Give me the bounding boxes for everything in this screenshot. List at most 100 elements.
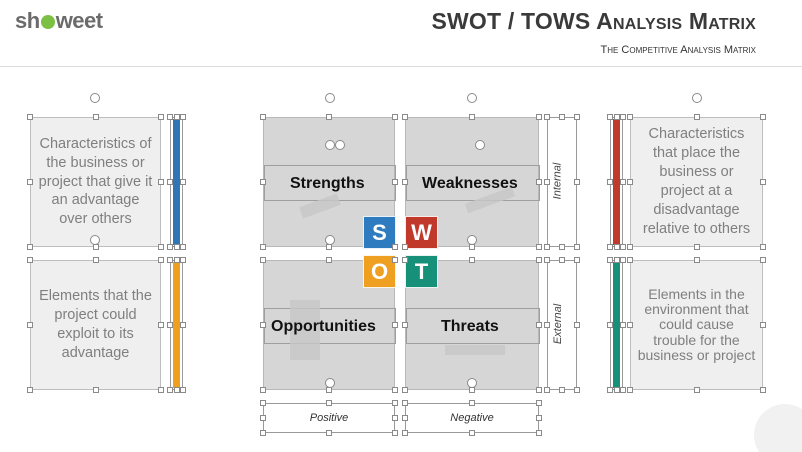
resize-handle[interactable]: [392, 415, 398, 421]
resize-handle[interactable]: [402, 400, 408, 406]
resize-handle[interactable]: [607, 244, 613, 250]
resize-handle[interactable]: [544, 257, 550, 263]
resize-handle[interactable]: [544, 387, 550, 393]
resize-handle[interactable]: [180, 244, 186, 250]
resize-handle[interactable]: [392, 244, 398, 250]
swot-tile-o[interactable]: O: [363, 255, 396, 288]
resize-handle[interactable]: [536, 322, 542, 328]
resize-handle[interactable]: [607, 179, 613, 185]
resize-handle[interactable]: [627, 257, 633, 263]
resize-handle[interactable]: [574, 387, 580, 393]
resize-handle[interactable]: [627, 114, 633, 120]
resize-handle[interactable]: [173, 257, 180, 263]
resize-handle[interactable]: [620, 387, 626, 393]
slide-subtitle[interactable]: The Competitive Analysis Matrix: [600, 44, 756, 56]
resize-handle[interactable]: [693, 257, 700, 263]
resize-handle[interactable]: [260, 114, 266, 120]
resize-handle[interactable]: [260, 400, 266, 406]
resize-handle[interactable]: [574, 244, 580, 250]
resize-handle[interactable]: [536, 179, 542, 185]
resize-handle[interactable]: [180, 387, 186, 393]
resize-handle[interactable]: [574, 179, 580, 185]
resize-handle[interactable]: [693, 387, 700, 393]
resize-handle[interactable]: [402, 430, 408, 436]
resize-handle[interactable]: [402, 257, 408, 263]
swot-tile-s[interactable]: S: [363, 216, 396, 249]
resize-handle[interactable]: [693, 244, 700, 250]
resize-handle[interactable]: [326, 257, 332, 263]
resize-handle[interactable]: [27, 179, 33, 185]
resize-handle[interactable]: [260, 415, 266, 421]
resize-handle[interactable]: [760, 322, 766, 328]
resize-handle[interactable]: [180, 322, 186, 328]
rotate-handle-icon[interactable]: [90, 93, 100, 103]
resize-handle[interactable]: [627, 387, 633, 393]
resize-handle[interactable]: [544, 322, 550, 328]
resize-handle[interactable]: [559, 257, 565, 263]
rotate-handle-icon[interactable]: [325, 140, 335, 150]
resize-handle[interactable]: [392, 257, 398, 263]
resize-handle[interactable]: [760, 244, 766, 250]
resize-handle[interactable]: [180, 257, 186, 263]
rotate-handle-icon[interactable]: [325, 235, 335, 245]
resize-handle[interactable]: [92, 387, 99, 393]
resize-handle[interactable]: [760, 114, 766, 120]
resize-handle[interactable]: [607, 387, 613, 393]
resize-handle[interactable]: [173, 387, 180, 393]
resize-handle[interactable]: [92, 114, 99, 120]
resize-handle[interactable]: [260, 322, 266, 328]
resize-handle[interactable]: [167, 322, 173, 328]
resize-handle[interactable]: [607, 257, 613, 263]
resize-handle[interactable]: [180, 179, 186, 185]
resize-handle[interactable]: [402, 244, 408, 250]
resize-handle[interactable]: [260, 179, 266, 185]
resize-handle[interactable]: [536, 257, 542, 263]
resize-handle[interactable]: [27, 387, 33, 393]
resize-handle[interactable]: [536, 430, 542, 436]
resize-handle[interactable]: [613, 387, 620, 393]
resize-handle[interactable]: [559, 387, 565, 393]
resize-handle[interactable]: [402, 114, 408, 120]
resize-handle[interactable]: [92, 257, 99, 263]
resize-handle[interactable]: [173, 114, 180, 120]
resize-handle[interactable]: [326, 430, 332, 436]
resize-handle[interactable]: [27, 114, 33, 120]
resize-handle[interactable]: [27, 257, 33, 263]
resize-handle[interactable]: [544, 114, 550, 120]
resize-handle[interactable]: [627, 179, 633, 185]
resize-handle[interactable]: [392, 114, 398, 120]
resize-handle[interactable]: [158, 244, 164, 250]
resize-handle[interactable]: [180, 114, 186, 120]
swot-tile-t[interactable]: T: [405, 255, 438, 288]
resize-handle[interactable]: [574, 322, 580, 328]
resize-handle[interactable]: [607, 322, 613, 328]
resize-handle[interactable]: [469, 430, 475, 436]
threats-description-card[interactable]: Elements in the environment that could c…: [630, 260, 763, 390]
resize-handle[interactable]: [402, 322, 408, 328]
resize-handle[interactable]: [559, 244, 565, 250]
positive-label-frame[interactable]: Positive: [263, 403, 395, 433]
resize-handle[interactable]: [260, 387, 266, 393]
resize-handle[interactable]: [392, 430, 398, 436]
resize-handle[interactable]: [544, 179, 550, 185]
resize-handle[interactable]: [402, 179, 408, 185]
resize-handle[interactable]: [544, 244, 550, 250]
rotate-handle-icon[interactable]: [325, 378, 335, 388]
resize-handle[interactable]: [760, 387, 766, 393]
rotate-handle-icon[interactable]: [467, 235, 477, 245]
rotate-handle-icon[interactable]: [335, 140, 345, 150]
rotate-handle-icon[interactable]: [467, 93, 477, 103]
resize-handle[interactable]: [469, 114, 475, 120]
rotate-handle-icon[interactable]: [467, 378, 477, 388]
rotate-handle-icon[interactable]: [692, 93, 702, 103]
weaknesses-description-card[interactable]: Characteristics that place the business …: [630, 117, 763, 247]
resize-handle[interactable]: [158, 179, 164, 185]
resize-handle[interactable]: [620, 114, 626, 120]
slide-title[interactable]: SWOT / TOWS Analysis Matrix: [431, 8, 756, 34]
opportunities-label[interactable]: Opportunities: [271, 318, 376, 335]
resize-handle[interactable]: [559, 114, 565, 120]
resize-handle[interactable]: [620, 244, 626, 250]
swot-tile-w[interactable]: W: [405, 216, 438, 249]
resize-handle[interactable]: [402, 387, 408, 393]
resize-handle[interactable]: [620, 322, 626, 328]
